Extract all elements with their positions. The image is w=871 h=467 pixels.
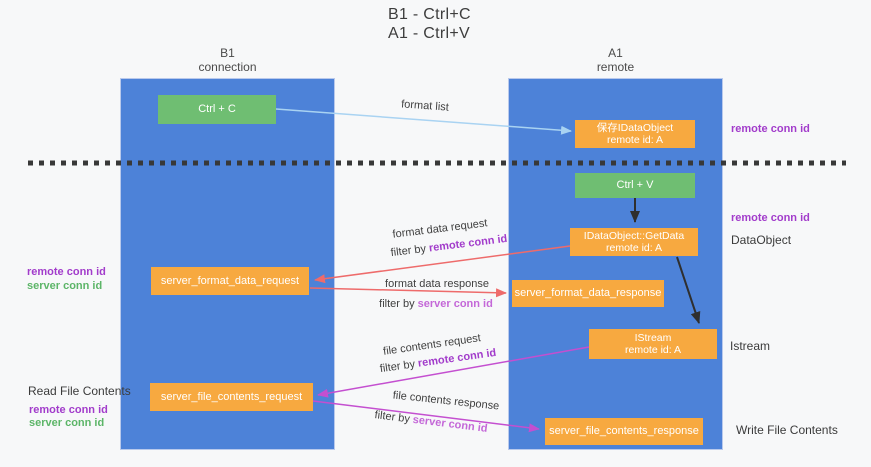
label-server-conn-id-left-1: server conn id — [27, 280, 103, 292]
node-istream-line2: remote id: A — [624, 344, 682, 356]
lane-b1-name: B1 — [220, 46, 235, 60]
node-save-idataobject-line2: remote id: A — [606, 134, 664, 146]
lane-header-a1: A1 remote — [508, 46, 723, 74]
node-istream: IStream remote id: A — [589, 329, 717, 359]
title-line-1: B1 - Ctrl+C — [388, 6, 471, 23]
node-server-format-data-response-label: server_format_data_response — [514, 287, 662, 299]
title-line-2: A1 - Ctrl+V — [388, 25, 470, 42]
file-contents-response-arrow — [312, 400, 540, 433]
node-ctrl-c: Ctrl + C — [158, 95, 276, 124]
node-server-format-data-request: server_format_data_request — [151, 267, 309, 295]
server-conn-id-text: server conn id — [417, 298, 493, 310]
label-dataobject: DataObject — [731, 233, 792, 247]
node-idataobject-getdata-line1: IDataObject::GetData — [583, 229, 685, 242]
format-list-arrow — [275, 108, 572, 135]
file-contents-request-arrow — [317, 346, 590, 398]
node-ctrl-v-label: Ctrl + V — [616, 179, 654, 191]
node-ctrl-c-label: Ctrl + C — [198, 103, 236, 115]
node-ctrl-v: Ctrl + V — [575, 173, 695, 198]
node-server-file-contents-response: server_file_contents_response — [545, 418, 703, 445]
lane-header-b1: B1 connection — [120, 46, 335, 74]
label-remote-conn-id-left-1: remote conn id — [27, 266, 106, 278]
node-server-format-data-request-label: server_format_data_request — [160, 274, 300, 287]
node-server-file-contents-request: server_file_contents_request — [150, 383, 313, 411]
getdata-to-istream-arrow — [676, 256, 701, 324]
node-server-file-contents-response-label: server_file_contents_response — [549, 425, 699, 437]
format-data-response-arrow — [309, 287, 507, 298]
node-server-format-data-response: server_format_data_response — [512, 280, 664, 307]
lane-a1-name: A1 — [608, 46, 623, 60]
label-remote-conn-id-left-2: remote conn id — [29, 404, 108, 416]
edge-label-format-data-response: format data response — [385, 278, 489, 290]
node-save-idataobject-line1: 保存IDataObject — [596, 121, 674, 134]
node-istream-line1: IStream — [634, 331, 672, 344]
node-save-idataobject: 保存IDataObject remote id: A — [575, 120, 695, 148]
label-remote-conn-id-right-1: remote conn id — [731, 123, 810, 135]
node-server-file-contents-request-label: server_file_contents_request — [160, 390, 303, 403]
lane-a1-subtitle: remote — [596, 60, 635, 74]
label-istream: Istream — [730, 339, 771, 353]
label-remote-conn-id-right-2: remote conn id — [731, 212, 810, 224]
filter-by-text: filter by — [379, 298, 415, 310]
diagram-title: B1 - Ctrl+C A1 - Ctrl+V — [388, 5, 471, 43]
label-write-file-contents: Write File Contents — [736, 423, 838, 437]
label-server-conn-id-left-2: server conn id — [29, 417, 105, 429]
node-idataobject-getdata-line2: remote id: A — [605, 242, 663, 254]
label-read-file-contents: Read File Contents — [28, 384, 131, 398]
format-data-request-arrow — [314, 245, 571, 284]
lane-b1-subtitle: connection — [198, 60, 257, 74]
node-idataobject-getdata: IDataObject::GetData remote id: A — [570, 228, 698, 256]
